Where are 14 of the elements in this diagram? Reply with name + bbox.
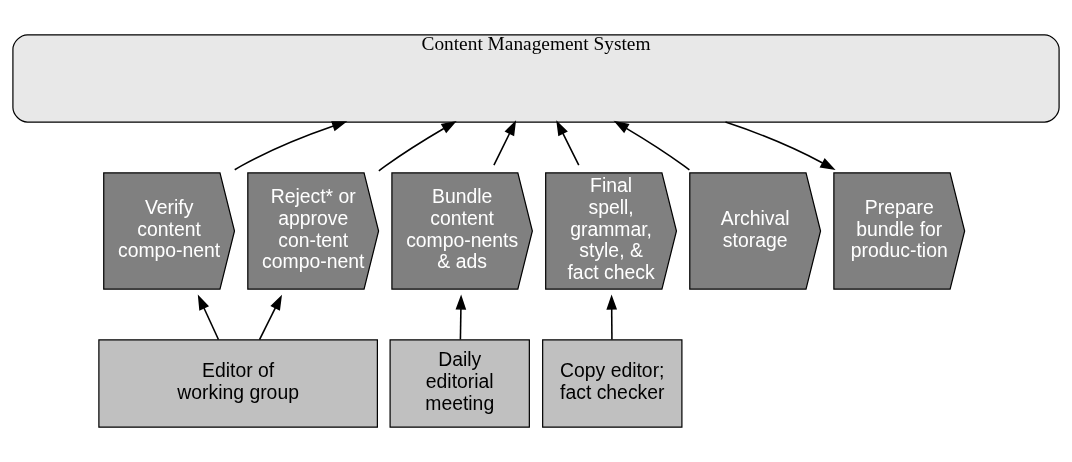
node-box: Content Management System <box>12 34 1060 123</box>
arrow <box>613 120 691 171</box>
arrow <box>606 294 618 341</box>
arrow <box>455 294 467 341</box>
node-box: Daily editorial meeting <box>389 339 530 428</box>
arrow <box>724 121 836 171</box>
arrow <box>197 294 220 341</box>
node-box: Copy editor; fact checker <box>542 339 683 428</box>
arrow <box>556 120 580 166</box>
node-box: Editor of working group <box>98 339 378 428</box>
arrow <box>233 121 348 171</box>
arrow <box>493 120 517 166</box>
arrow <box>378 121 457 172</box>
arrow <box>258 294 282 341</box>
